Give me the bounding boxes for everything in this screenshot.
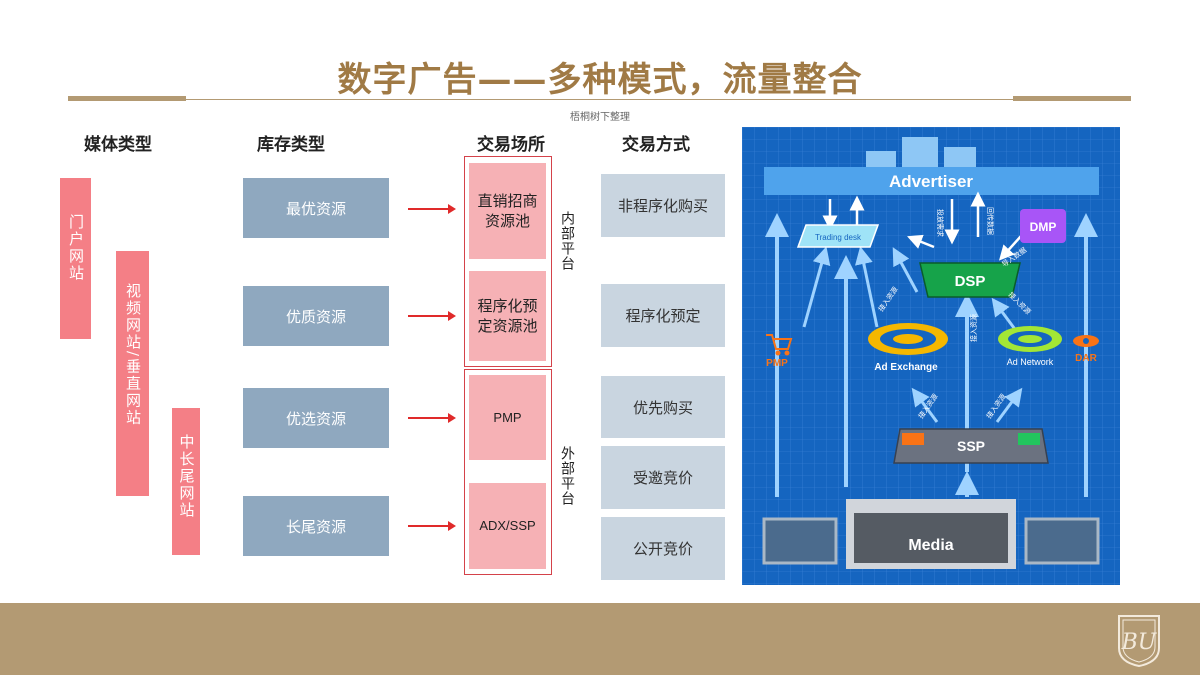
media-longtail-box: 中长尾网站 xyxy=(172,408,200,555)
advertiser-label: Advertiser xyxy=(889,172,973,191)
method-preferred-deal: 优先购买 xyxy=(601,376,725,438)
media-label: Media xyxy=(908,537,953,554)
media-portal-label: 门户网站 xyxy=(67,214,85,282)
title-divider-left-bar xyxy=(68,96,186,101)
method-non-programmatic: 非程序化购买 xyxy=(601,174,725,237)
method-programmatic-guaranteed: 程序化预定 xyxy=(601,284,725,347)
ad-ecosystem-diagram: Advertiser Trading desk DMP DSP Ad Exch xyxy=(742,127,1120,585)
media-video-label: 视频网站/垂直网站 xyxy=(124,283,142,427)
ad-network-node xyxy=(998,326,1062,352)
edge-label-return-data: 回传数据 xyxy=(986,207,995,235)
inventory-selected: 优选资源 xyxy=(243,388,389,448)
inventory-longtail: 长尾资源 xyxy=(243,496,389,556)
column-header-media: 媒体类型 xyxy=(84,135,152,155)
media-video-box: 视频网站/垂直网站 xyxy=(116,251,149,496)
ssp-publisher-left xyxy=(902,433,924,445)
dsp-node xyxy=(919,262,1021,298)
source-note: 梧桐树下整理 xyxy=(570,112,630,123)
arrow-selected xyxy=(408,413,456,423)
ad-exchange-node xyxy=(868,323,948,355)
trading-desk-label: Trading desk xyxy=(815,233,862,242)
footer-bar xyxy=(0,603,1200,675)
column-header-exchange: 交易场所 xyxy=(477,135,545,155)
media-panel xyxy=(854,513,1008,563)
title-divider xyxy=(68,99,1131,100)
ssp-label: SSP xyxy=(957,438,985,454)
arrow-premium xyxy=(408,311,456,321)
bu-logo: BU xyxy=(1118,615,1160,668)
cart-icon xyxy=(766,334,793,356)
external-platform-group xyxy=(464,369,552,575)
exchange-adx-ssp: ADX/SSP xyxy=(469,483,546,569)
eye-icon xyxy=(1073,335,1099,347)
ssp-publisher-right xyxy=(1018,433,1040,445)
dmp-node xyxy=(1020,209,1066,243)
inventory-best: 最优资源 xyxy=(243,178,389,238)
ad-exchange-label: Ad Exchange xyxy=(874,362,938,373)
media-screen-right xyxy=(1024,517,1100,565)
internal-platform-label: 内部平台 xyxy=(559,211,575,271)
dmp-label: DMP xyxy=(1030,220,1057,234)
method-open-auction: 公开竞价 xyxy=(601,517,725,580)
ssp-node xyxy=(893,428,1049,464)
media-portal-box: 门户网站 xyxy=(60,178,91,339)
external-platform-label: 外部平台 xyxy=(559,446,575,506)
advertiser-bar xyxy=(764,167,1099,195)
column-header-method: 交易方式 xyxy=(622,135,690,155)
column-header-inventory: 库存类型 xyxy=(257,135,325,155)
edge-label-access-dsp: 接入资源 xyxy=(969,314,978,342)
page-title: 数字广告——多种模式，流量整合 xyxy=(337,60,863,100)
media-longtail-label: 中长尾网站 xyxy=(177,434,196,519)
exchange-programmatic-pool: 程序化预定资源池 xyxy=(469,271,546,361)
dar-label: DAR xyxy=(1075,353,1097,364)
edge-label-buy-request: 投放需求 xyxy=(936,209,945,237)
method-invited-auction: 受邀竞价 xyxy=(601,446,725,509)
internal-platform-group xyxy=(464,156,552,367)
title-divider-right-bar xyxy=(1013,96,1131,101)
exchange-direct-pool: 直销招商资源池 xyxy=(469,163,546,259)
building-icon xyxy=(866,137,976,169)
dsp-label: DSP xyxy=(955,273,986,290)
ad-network-label: Ad Network xyxy=(1007,357,1054,367)
logo-text: BU xyxy=(1121,630,1158,655)
media-screen-left xyxy=(762,517,838,565)
exchange-pmp: PMP xyxy=(469,375,546,460)
arrow-best xyxy=(408,204,456,214)
trading-desk-node xyxy=(796,224,880,248)
arrow-longtail xyxy=(408,521,456,531)
pmp-label: PMP xyxy=(766,358,788,369)
inventory-premium: 优质资源 xyxy=(243,286,389,346)
